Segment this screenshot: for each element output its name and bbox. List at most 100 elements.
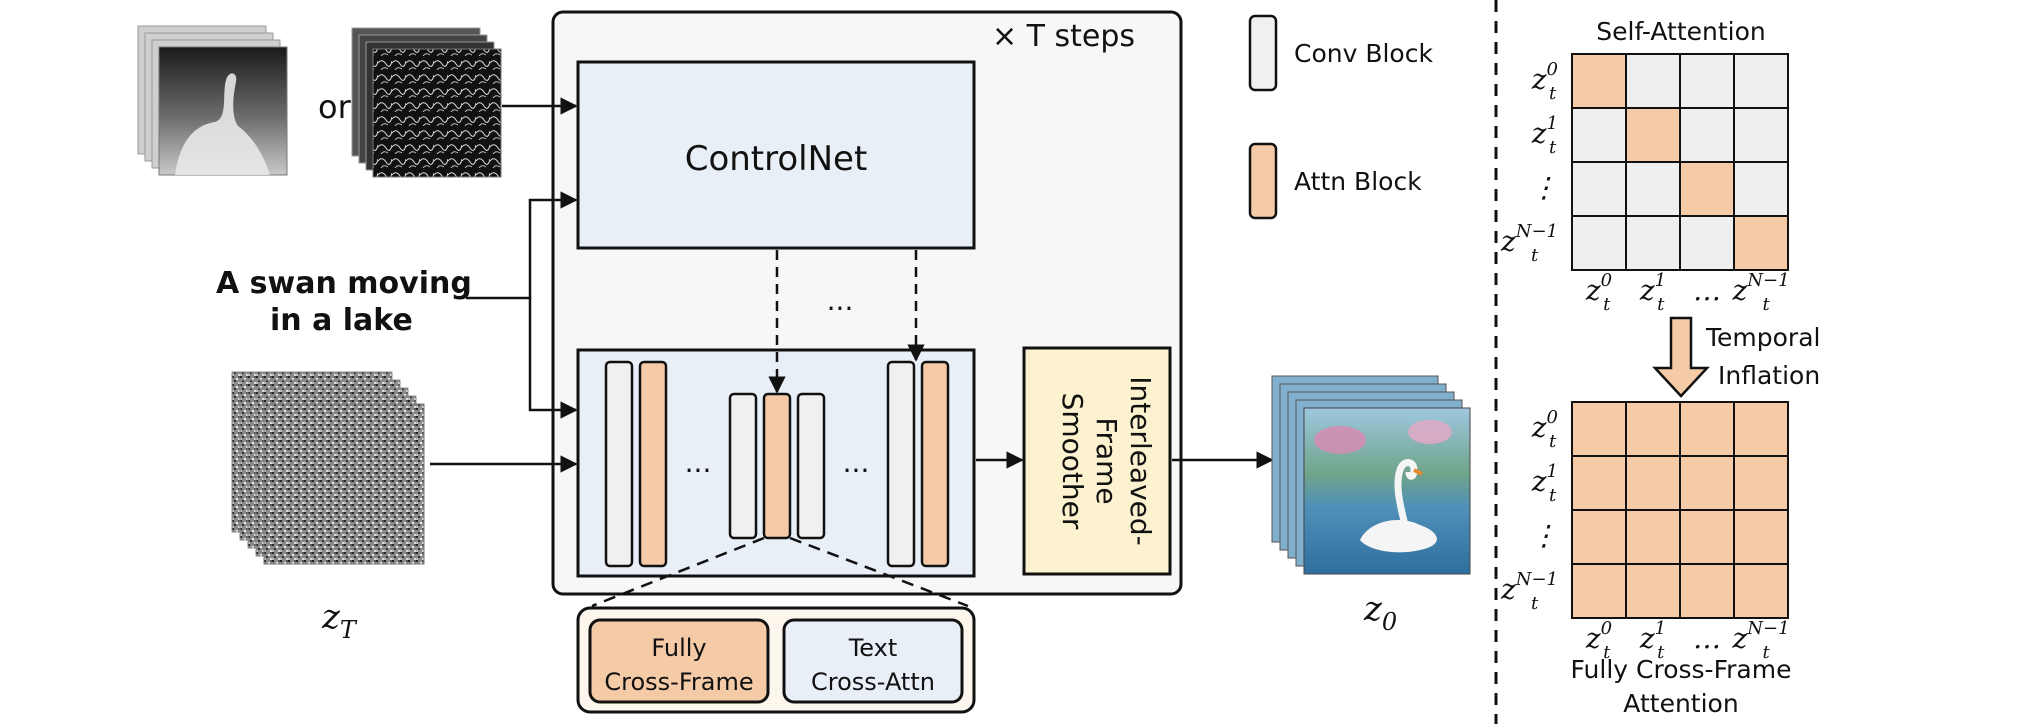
- attention-cell-active: [1571, 401, 1627, 457]
- fully-cross-frame-block: [588, 618, 770, 704]
- svg-text:Interleaved-: Interleaved-: [1124, 376, 1157, 546]
- text-cross-attn-label-1: Text: [848, 634, 898, 662]
- conv-block: [886, 360, 916, 568]
- attention-cell-empty: [1571, 107, 1627, 163]
- attention-cell-active: [1679, 509, 1735, 565]
- svg-text:Smoother: Smoother: [1056, 393, 1089, 530]
- ellipsis-3: ...: [827, 284, 854, 317]
- legend-conv-swatch: [1248, 14, 1278, 92]
- fully-cross-frame-grid: [1571, 401, 1789, 619]
- fully-cross-frame-label-2: Cross-Frame: [604, 668, 753, 696]
- or-label: or: [318, 88, 352, 126]
- attention-cell-empty: [1733, 107, 1789, 163]
- attn-block: [638, 360, 668, 568]
- attention-cell-active: [1625, 455, 1681, 511]
- attention-cell-active: [1625, 107, 1681, 163]
- attention-cell-empty: [1571, 215, 1627, 271]
- legend-attn-swatch: [1248, 142, 1278, 220]
- attention-cell-empty: [1679, 215, 1735, 271]
- attention-cell-active: [1733, 215, 1789, 271]
- col-label: …: [1693, 622, 1721, 655]
- col-label: …: [1693, 274, 1721, 307]
- controlnet-label: ControlNet: [685, 139, 868, 179]
- noise-label: zT: [321, 597, 358, 644]
- attention-cell-active: [1733, 455, 1789, 511]
- text-cross-attn-label-2: Cross-Attn: [811, 668, 935, 696]
- prompt-to-unet-arrow: [528, 298, 578, 419]
- attention-cell-active: [1571, 53, 1627, 109]
- attention-cell-active: [1733, 509, 1789, 565]
- attention-cell-active: [1679, 563, 1735, 619]
- attention-cell-empty: [1625, 161, 1681, 217]
- row-label: ⋮: [1530, 171, 1558, 204]
- edge-map-stack: [351, 27, 502, 178]
- attention-cell-empty: [1733, 161, 1789, 217]
- fully-cross-frame-label-1: Fully: [651, 634, 706, 662]
- attention-cell-active: [1625, 509, 1681, 565]
- ellipsis-1: ...: [685, 446, 712, 479]
- inflation-label-2: Inflation: [1718, 361, 1820, 390]
- attention-cell-active: [1571, 455, 1627, 511]
- attention-cell-empty: [1679, 53, 1735, 109]
- attention-cell-active: [1571, 509, 1627, 565]
- attention-cell-empty: [1625, 53, 1681, 109]
- noise-latent-stack: [231, 371, 425, 565]
- attention-cell-active: [1679, 455, 1735, 511]
- attention-cell-active: [1625, 563, 1681, 619]
- fully-cross-frame-title-1: Fully Cross-Frame: [1571, 655, 1792, 684]
- conv-block: [796, 392, 826, 540]
- interleaved-frame-smoother-box: [1022, 346, 1172, 576]
- text-cross-attn-block: [782, 618, 964, 704]
- prompt-line-2: in a lake: [270, 303, 413, 338]
- legend-conv-label: Conv Block: [1294, 39, 1433, 68]
- legend-attn-label: Attn Block: [1294, 167, 1422, 196]
- depth-map-stack: [137, 25, 288, 176]
- conv-block: [728, 392, 758, 540]
- row-label: ⋮: [1530, 519, 1558, 552]
- attention-cell-empty: [1679, 107, 1735, 163]
- prompt-to-controlnet-arrow: [466, 191, 578, 300]
- prompt-line-1: A swan moving: [216, 266, 472, 301]
- temporal-inflation-arrow: [1652, 316, 1710, 398]
- attention-cell-active: [1679, 401, 1735, 457]
- attention-cell-active: [1571, 563, 1627, 619]
- self-attention-title: Self-Attention: [1596, 17, 1765, 46]
- self-attention-grid: [1571, 53, 1789, 271]
- attention-cell-active: [1679, 161, 1735, 217]
- ellipsis-2: ...: [843, 446, 870, 479]
- inflation-label-1: Temporal: [1705, 323, 1820, 352]
- svg-text:Frame: Frame: [1090, 417, 1123, 504]
- attention-cell-active: [1733, 563, 1789, 619]
- attention-cell-empty: [1571, 161, 1627, 217]
- smoother-label: Interleaved- Frame Smoother: [1056, 376, 1157, 546]
- fully-cross-frame-title-2: Attention: [1623, 689, 1738, 718]
- steps-label: × T steps: [992, 19, 1135, 54]
- zoom-line-left: [591, 536, 765, 608]
- output-label: z0: [1363, 589, 1397, 636]
- attn-block-mid: [762, 392, 792, 540]
- attention-cell-active: [1733, 401, 1789, 457]
- zoom-line-right: [789, 536, 969, 608]
- output-video-frames: [1271, 375, 1471, 575]
- attn-block: [920, 360, 950, 568]
- conv-block: [604, 360, 634, 568]
- controlnet-box: [576, 60, 976, 250]
